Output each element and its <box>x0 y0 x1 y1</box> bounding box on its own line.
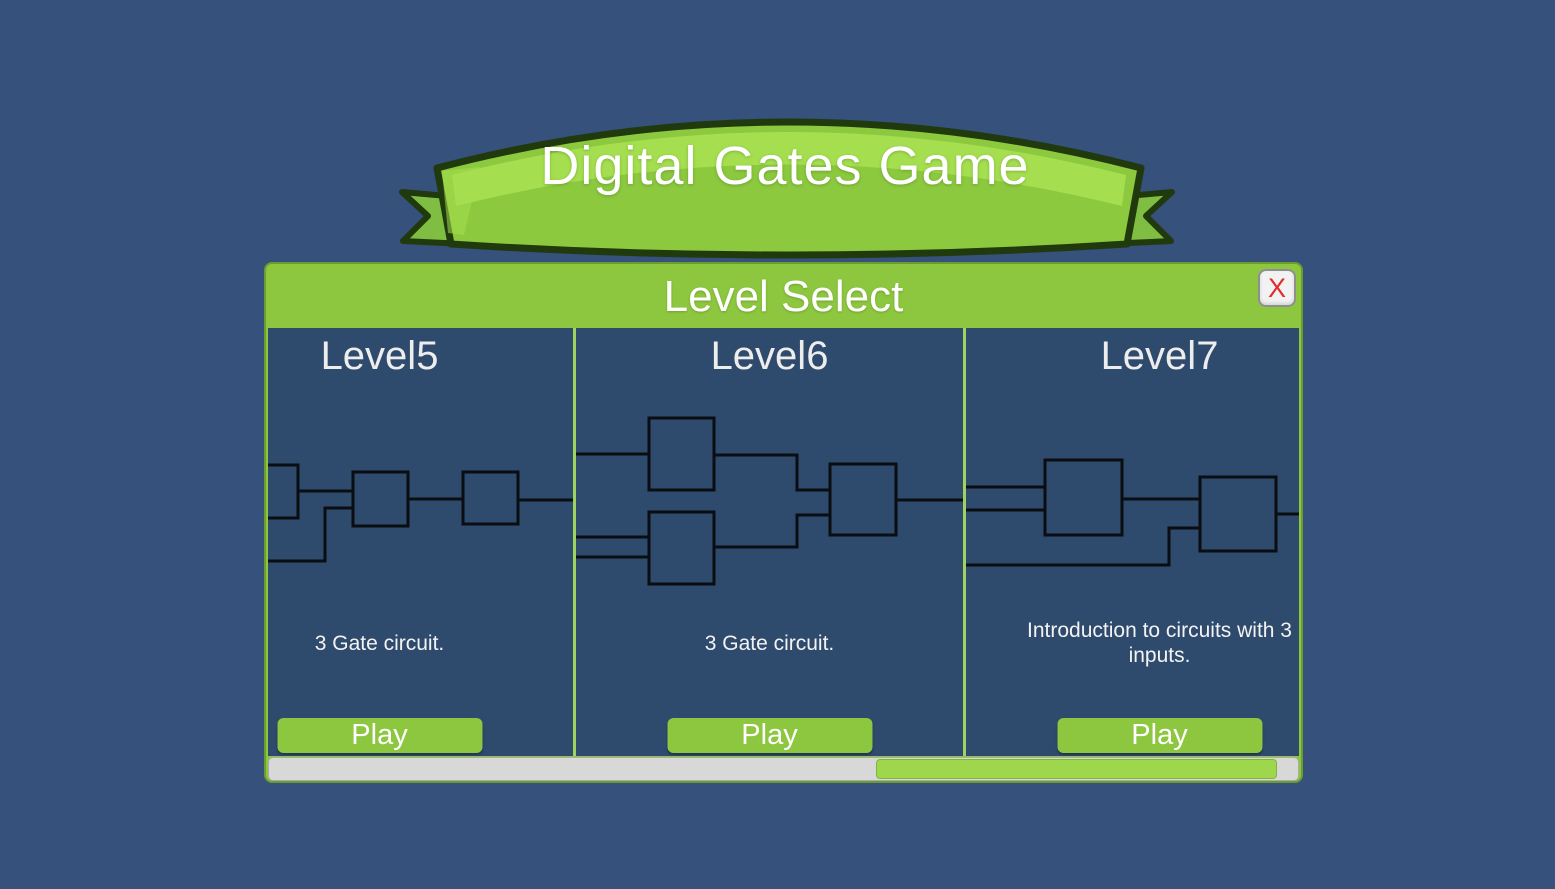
level-description: 3 Gate circuit. <box>314 631 445 655</box>
circuit-preview <box>966 458 1299 567</box>
play-button-label: Play <box>351 719 408 751</box>
level-cards-strip: Level5 3 Gate circuit. Play Level6 <box>268 328 1299 756</box>
ribbon-graphic <box>399 118 1175 259</box>
circuit-preview <box>268 463 573 563</box>
close-button[interactable]: X <box>1258 269 1296 307</box>
level-description: 3 Gate circuit. <box>704 631 835 655</box>
play-button-level7[interactable]: Play <box>1057 718 1262 753</box>
play-button-level6[interactable]: Play <box>667 718 872 753</box>
level-description: Introduction to circuits with 3 inputs. <box>1027 619 1292 667</box>
circuit-preview <box>576 416 963 586</box>
title-banner: Digital Gates Game <box>390 105 1180 259</box>
level-card-6: Level6 3 Gate circuit. Play <box>576 328 963 756</box>
level-select-panel: Level Select X Level5 3 Gate circuit. <box>264 262 1303 783</box>
level-title: Level5 <box>320 334 439 378</box>
play-button-label: Play <box>1131 719 1188 751</box>
panel-title: Level Select <box>663 272 904 321</box>
level-card-7: Level7 Introduction to circuits with 3 i… <box>966 328 1299 756</box>
game-title: Digital Gates Game <box>540 136 1030 196</box>
level-card-5: Level5 3 Gate circuit. Play <box>268 328 573 756</box>
level-title: Level7 <box>1100 334 1219 378</box>
scrollbar-thumb[interactable] <box>876 759 1277 779</box>
play-button-level5[interactable]: Play <box>277 718 482 753</box>
horizontal-scrollbar[interactable] <box>268 757 1299 781</box>
close-icon: X <box>1267 272 1286 303</box>
level-title: Level6 <box>710 334 829 378</box>
panel-header: Level Select X <box>266 264 1301 326</box>
play-button-label: Play <box>741 719 798 751</box>
level-cards-viewport: Level5 3 Gate circuit. Play Level6 <box>268 328 1299 756</box>
